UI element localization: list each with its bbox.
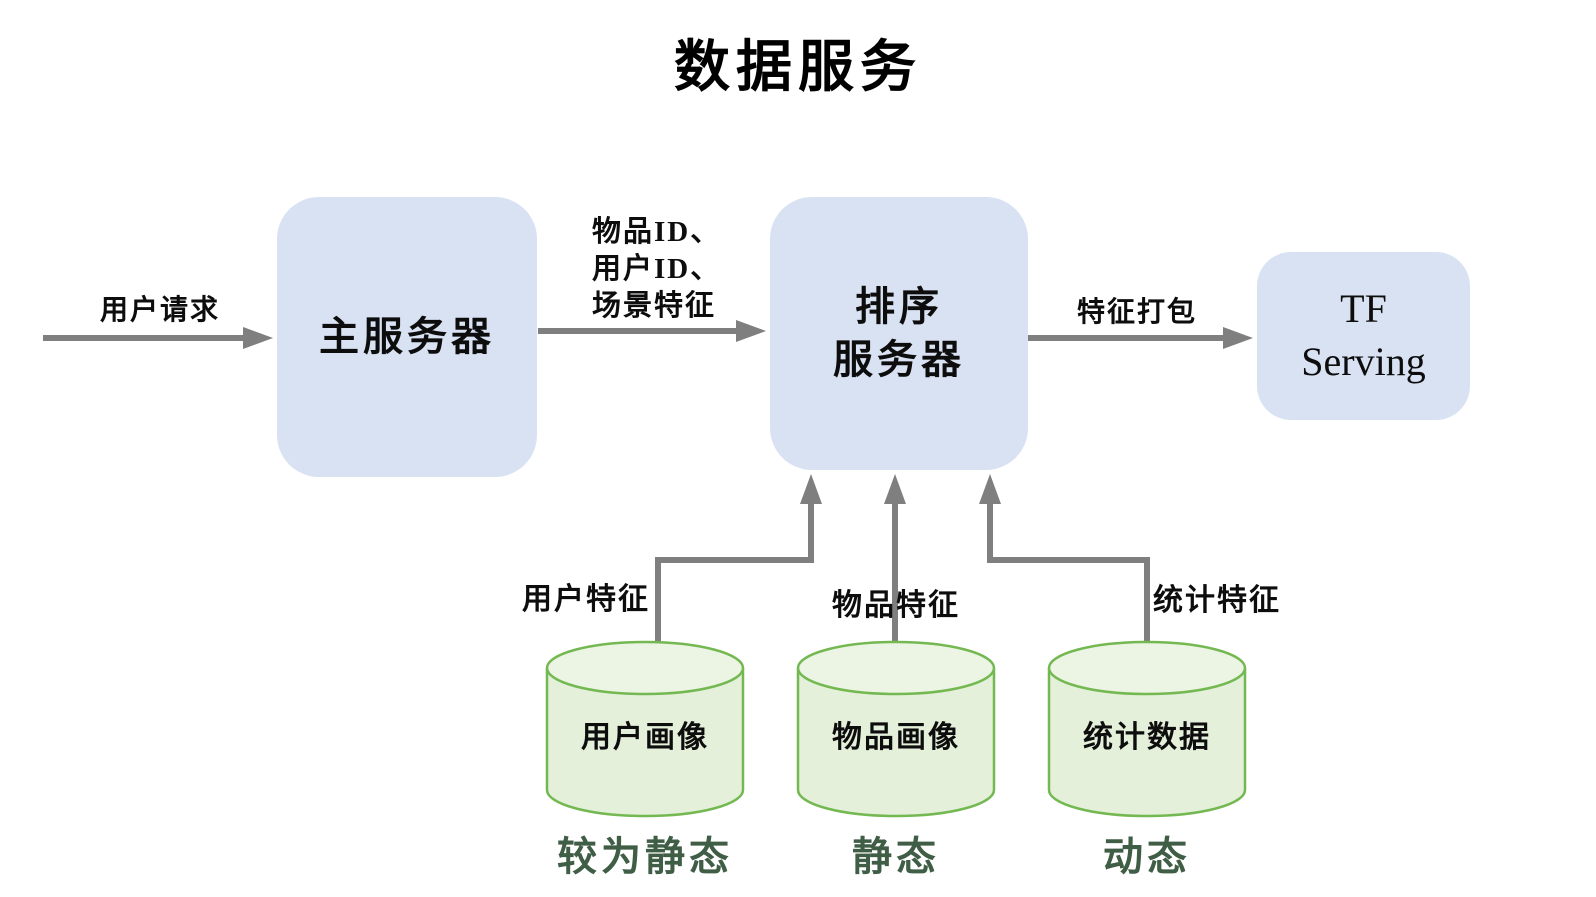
ranking-server-label-line1: 排序: [855, 283, 943, 329]
item-profile-db-label: 物品画像: [832, 721, 960, 754]
id-features-line3: 场景特征: [592, 290, 717, 322]
id-features-line2: 用户ID、: [592, 253, 722, 285]
database-cylinder-stat-cap: [1047, 640, 1247, 696]
page-title: 数据服务: [674, 37, 922, 99]
stat-data-db-label: 统计数据: [1083, 721, 1211, 754]
user-db-mode-caption: 较为静态: [557, 834, 733, 879]
user-request-arrowhead: [243, 327, 273, 349]
main-server-label: 主服务器: [319, 313, 495, 359]
user-feature-arrowhead: [800, 474, 822, 504]
tf-serving-node: TF Serving: [1257, 252, 1470, 420]
tf-serving-label-line2: Serving: [1301, 339, 1426, 384]
stat-feature-label: 统计特征: [1153, 584, 1281, 617]
database-cylinder-user: [545, 668, 745, 818]
user-profile-db-label: 用户画像: [581, 721, 709, 754]
stat-feature-connector: [987, 500, 1150, 646]
stat-feature-arrowhead: [979, 474, 1001, 504]
feature-pack-arrowhead: [1223, 327, 1253, 349]
tf-serving-label-line1: TF: [1340, 286, 1387, 332]
database-cylinder-stat: [1047, 668, 1247, 818]
database-cylinder-user-cap: [545, 640, 745, 696]
ranking-server-node: 排序 服务器: [770, 197, 1028, 470]
user-feature-label: 用户特征: [522, 583, 650, 616]
user-request-label: 用户请求: [99, 295, 220, 326]
ranking-server-label: 排序 服务器: [833, 281, 965, 387]
user-feature-connector: [655, 500, 814, 646]
tf-serving-label: TF Serving: [1301, 283, 1425, 389]
item-db-mode-caption: 静态: [852, 834, 940, 879]
ranking-server-label-line2: 服务器: [833, 336, 965, 382]
id-features-label: 物品ID、 用户ID、 场景特征: [592, 214, 721, 325]
database-cylinder-item-cap: [796, 640, 996, 696]
stat-db-mode-caption: 动态: [1103, 834, 1191, 879]
database-cylinder-item: [796, 668, 996, 818]
main-server-node: 主服务器: [277, 197, 537, 477]
item-feature-label: 物品特征: [832, 589, 960, 622]
feature-pack-label: 特征打包: [1076, 297, 1197, 328]
item-feature-arrowhead: [884, 474, 906, 504]
id-features-line1: 物品ID、: [592, 216, 722, 248]
id-features-arrowhead: [736, 320, 766, 342]
